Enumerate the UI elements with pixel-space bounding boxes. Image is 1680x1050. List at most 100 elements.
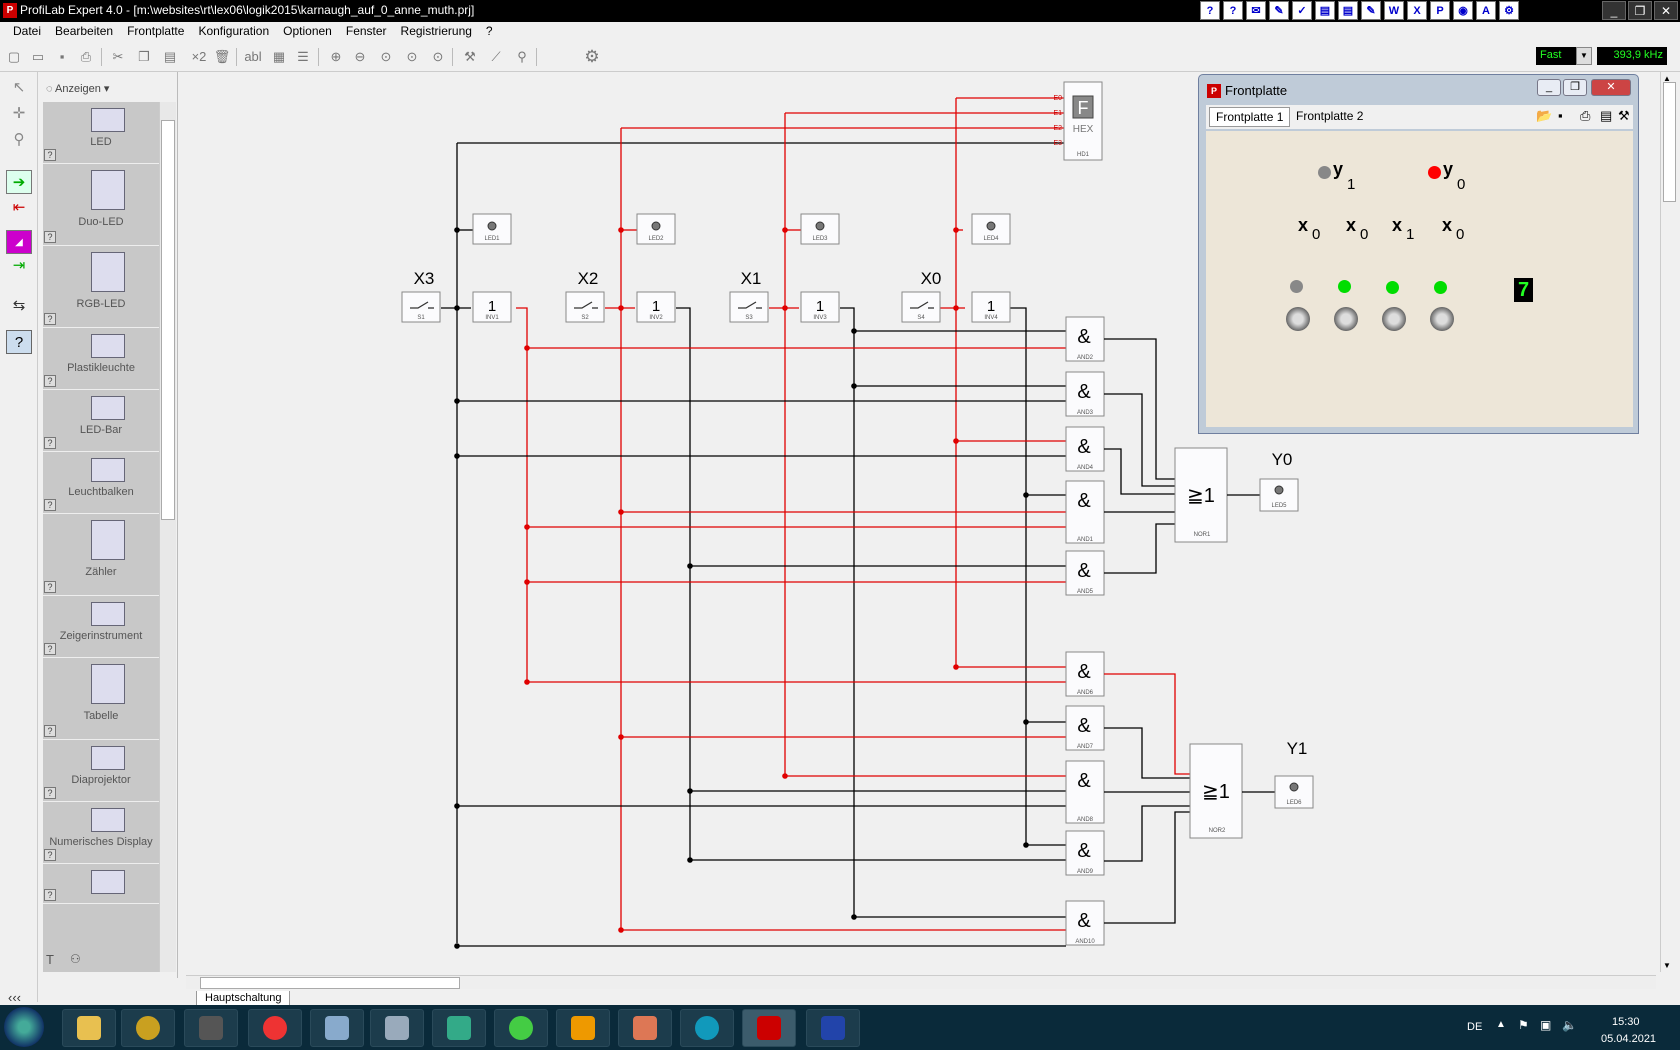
horizontal-scrollbar[interactable] bbox=[186, 975, 1656, 989]
volume-icon[interactable]: 🔈 bbox=[1562, 1018, 1577, 1032]
minimize-button[interactable]: _ bbox=[1602, 1, 1626, 20]
copy-icon[interactable]: ❐ bbox=[138, 49, 150, 64]
stop-arrow-icon[interactable]: ⇤ bbox=[12, 199, 26, 216]
fp-restore-button[interactable]: ❐ bbox=[1563, 79, 1587, 96]
item-help-icon[interactable]: ? bbox=[44, 643, 56, 655]
library-item[interactable]: Zeigerinstrument? bbox=[43, 596, 159, 658]
led-icon[interactable] bbox=[815, 221, 825, 231]
mail-icon[interactable]: ✉ bbox=[1246, 1, 1266, 20]
save-disk-icon[interactable]: ▪ bbox=[1558, 108, 1563, 123]
access-icon[interactable]: A bbox=[1476, 1, 1496, 20]
printer-icon[interactable]: ⎙ bbox=[1580, 108, 1591, 123]
library-item[interactable]: LED? bbox=[43, 102, 159, 164]
library-item[interactable]: Plastikleuchte? bbox=[43, 328, 159, 390]
output-led-y0[interactable] bbox=[1259, 478, 1299, 512]
check-icon[interactable]: ✓ bbox=[1292, 1, 1312, 20]
tools-icon[interactable]: ⚒ bbox=[1618, 108, 1630, 123]
notepad-icon[interactable]: ✎ bbox=[1361, 1, 1381, 20]
help-icon[interactable]: ? bbox=[1200, 1, 1220, 20]
output-led-y1[interactable] bbox=[1274, 775, 1314, 809]
text-tool-button[interactable]: abl bbox=[244, 49, 262, 64]
card-icon[interactable]: ▤ bbox=[1315, 1, 1335, 20]
cut-icon[interactable]: ✂ bbox=[112, 49, 124, 64]
inverter-x2[interactable] bbox=[636, 291, 676, 323]
toggle-switch-x1[interactable] bbox=[1382, 307, 1406, 331]
globe-app-icon[interactable] bbox=[432, 1009, 486, 1047]
word-icon[interactable]: W bbox=[1384, 1, 1404, 20]
notes-icon[interactable] bbox=[310, 1009, 364, 1047]
tab-frontplatte-1[interactable]: Frontplatte 1 bbox=[1209, 107, 1291, 127]
probe-icon[interactable]: ⚲ bbox=[517, 49, 527, 64]
zoom-out-icon[interactable]: ⊖ bbox=[354, 49, 366, 64]
menu-item[interactable]: Frontplatte bbox=[127, 24, 185, 38]
help2-icon[interactable]: ? bbox=[1223, 1, 1243, 20]
tab-frontplatte-2[interactable]: Frontplatte 2 bbox=[1296, 109, 1364, 123]
save-icon[interactable]: ▪ bbox=[59, 49, 65, 64]
delete-icon[interactable]: 🗑 bbox=[213, 49, 231, 64]
library-item[interactable]: Zähler? bbox=[43, 514, 159, 596]
powerpoint-icon[interactable]: P bbox=[1430, 1, 1450, 20]
and-gate[interactable] bbox=[1065, 760, 1105, 824]
binoculars-icon[interactable]: ⚇ bbox=[70, 952, 81, 966]
help-pointer-icon[interactable]: ? bbox=[6, 330, 32, 354]
vertical-scrollbar[interactable]: ▲ ▼ bbox=[1660, 72, 1678, 972]
print-icon[interactable]: ⎙ bbox=[80, 49, 92, 64]
settings-gear-icon[interactable]: ⚙ bbox=[584, 47, 600, 66]
paste-icon[interactable]: ▤ bbox=[163, 49, 177, 64]
library-category-select[interactable]: ◌ Anzeigen ▾ bbox=[46, 83, 110, 95]
switch-x1[interactable] bbox=[729, 291, 769, 323]
magnifier-icon[interactable]: ⚲ bbox=[13, 131, 25, 148]
library-item[interactable]: LED-Bar? bbox=[43, 390, 159, 452]
nor-gate-1[interactable] bbox=[1174, 447, 1228, 543]
item-help-icon[interactable]: ? bbox=[44, 499, 56, 511]
duplicate-button[interactable]: ×2 bbox=[191, 49, 207, 64]
library-item[interactable]: Diaprojektor? bbox=[43, 740, 159, 802]
network-icon[interactable]: ▣ bbox=[1540, 1018, 1552, 1032]
gear-app-icon[interactable] bbox=[121, 1009, 175, 1047]
export-icon[interactable]: ▤ bbox=[1600, 108, 1613, 123]
item-help-icon[interactable]: ? bbox=[44, 375, 56, 387]
green-app-icon[interactable] bbox=[494, 1009, 548, 1047]
item-help-icon[interactable]: ? bbox=[44, 849, 56, 861]
switch-x0[interactable] bbox=[901, 291, 941, 323]
note-icon[interactable]: ✎ bbox=[1269, 1, 1289, 20]
library-item[interactable]: Numerisches Display? bbox=[43, 802, 159, 864]
led-icon[interactable] bbox=[986, 221, 996, 231]
toggle-switch-x0[interactable] bbox=[1430, 307, 1454, 331]
text-tool-icon[interactable]: T bbox=[46, 952, 54, 967]
start-button[interactable] bbox=[4, 1007, 44, 1047]
chevron-down-icon[interactable]: ▼ bbox=[1576, 47, 1592, 65]
library-item[interactable]: RGB-LED? bbox=[43, 246, 159, 328]
close-button[interactable]: ✕ bbox=[1654, 1, 1678, 20]
gear-icon[interactable]: ⚙ bbox=[1499, 1, 1519, 20]
toggle-switch-x3[interactable] bbox=[1286, 307, 1310, 331]
card2-icon[interactable]: ▤ bbox=[1338, 1, 1358, 20]
chrome-icon[interactable] bbox=[248, 1009, 302, 1047]
run-arrow-icon[interactable]: ➔ bbox=[6, 170, 32, 194]
zoom-all-icon[interactable]: ⊙ bbox=[432, 49, 444, 64]
and-gate[interactable] bbox=[1065, 830, 1105, 876]
switch-x3[interactable] bbox=[401, 291, 441, 323]
item-help-icon[interactable]: ? bbox=[44, 437, 56, 449]
explorer-icon[interactable] bbox=[62, 1009, 116, 1047]
item-help-icon[interactable]: ? bbox=[44, 313, 56, 325]
collapse-panel-button[interactable]: ‹‹‹ bbox=[8, 990, 21, 1005]
clock-date[interactable]: 05.04.2021 bbox=[1601, 1033, 1657, 1045]
item-help-icon[interactable]: ? bbox=[44, 149, 56, 161]
new-icon[interactable]: ▢ bbox=[7, 49, 21, 64]
edge-icon[interactable] bbox=[680, 1009, 734, 1047]
menu-item[interactable]: Datei bbox=[13, 24, 42, 38]
menu-item[interactable]: ? bbox=[485, 24, 493, 38]
swap-icon[interactable]: ⇆ bbox=[12, 297, 26, 314]
led-icon[interactable] bbox=[651, 221, 661, 231]
led-y0-icon[interactable] bbox=[1274, 485, 1284, 495]
globe-icon[interactable]: ◉ bbox=[1453, 1, 1473, 20]
input-led-x0[interactable] bbox=[971, 213, 1011, 245]
menu-item[interactable]: Registrierung bbox=[400, 24, 472, 38]
item-help-icon[interactable]: ? bbox=[44, 581, 56, 593]
library-scrollbar[interactable] bbox=[159, 102, 176, 972]
wire-tool-icon[interactable]: ⟋ bbox=[491, 49, 501, 64]
restore-button[interactable]: ❐ bbox=[1628, 1, 1652, 20]
logic-analyzer-icon[interactable]: ◢ bbox=[6, 230, 32, 254]
item-help-icon[interactable]: ? bbox=[44, 889, 56, 901]
